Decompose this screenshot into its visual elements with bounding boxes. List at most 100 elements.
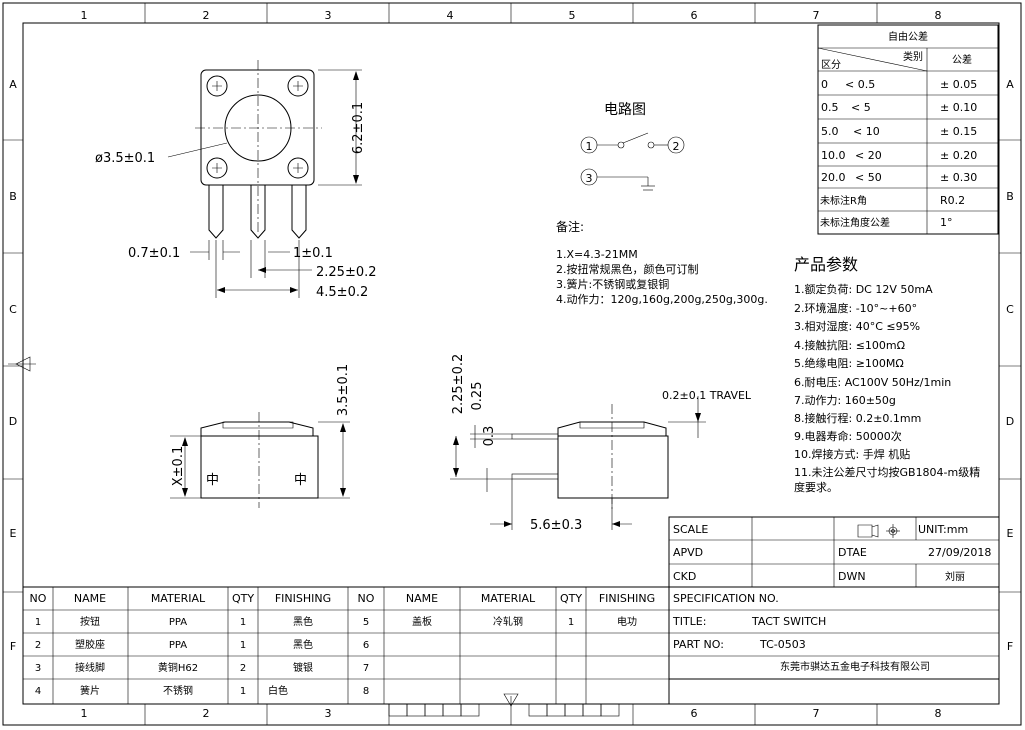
- bom-cell: 7: [363, 663, 369, 674]
- front-body: [200, 435, 319, 499]
- table-row: 4 簧片 不锈钢 1 白色 8: [35, 684, 369, 697]
- bom-cell: 5: [363, 617, 369, 628]
- param-line: 4.接触抗阻: ≤100mΩ: [794, 338, 905, 352]
- bom-cell: 镀银: [293, 661, 313, 674]
- corner-hole: [206, 75, 228, 97]
- dim-side-025: 0.25: [470, 382, 485, 411]
- circuit-pin-2: 2: [673, 140, 680, 153]
- bom-header: MATERIAL: [481, 592, 536, 605]
- row-label-e-right: E: [1007, 527, 1014, 540]
- bom-header: NO: [30, 592, 47, 605]
- pin-middle: [250, 185, 266, 239]
- param-line: 11.未注公差尺寸均按GB1804-m级精: [794, 465, 980, 479]
- dim-pin-width: 0.7±0.1: [128, 246, 180, 261]
- tol-to: < 50: [855, 171, 882, 184]
- product-params: 产品参数 1.额定负荷: DC 12V 50mA 2.环境温度: -10°~+6…: [794, 255, 980, 494]
- notes: 备注: 1.X=4.3-21MM 2.按扭常规黑色，颜色可订制 3.簧片:不锈钢…: [556, 219, 768, 306]
- front-mark-left: 中: [206, 473, 219, 488]
- bom-cell: 冷轧钢: [493, 615, 523, 628]
- title-value: TACT SWITCH: [751, 615, 826, 628]
- bom-header-row: NO NAME MATERIAL QTY FINISHING NO NAME M…: [30, 592, 656, 605]
- table-row: 3 接线脚 黄铜H62 2 镀银 7: [35, 661, 369, 674]
- bom-header: MATERIAL: [151, 592, 206, 605]
- dwn-label: DWN: [838, 570, 866, 583]
- params-title: 产品参数: [794, 255, 858, 274]
- front-cover: [200, 421, 314, 436]
- tolerance-corner-bottom: 区分: [821, 59, 841, 71]
- tol-to: < 5: [851, 101, 871, 114]
- bom-header: FINISHING: [599, 592, 655, 605]
- bom-table: NO NAME MATERIAL QTY FINISHING NO NAME M…: [22, 586, 670, 705]
- bom-cell: 塑胶座: [75, 638, 105, 651]
- param-line: 7.动作力: 160±50g: [794, 394, 896, 407]
- bom-cell: 1: [240, 686, 246, 697]
- date-label: DTAE: [838, 546, 867, 559]
- tol-to: < 0.5: [845, 78, 875, 91]
- row-markers: A B C D E F A B C D E F: [3, 78, 1021, 653]
- column-markers: 1 2 3 4 5 6 7 8 1 2 3 6 7 8: [81, 3, 942, 725]
- dim-travel: 0.2±0.1 TRAVEL: [662, 389, 752, 402]
- tolerance-title: 自由公差: [888, 30, 928, 43]
- tolerance-corner-top: 类别: [903, 50, 923, 63]
- bom-cell: 白色: [268, 684, 288, 697]
- row-label-f-right: F: [1007, 640, 1013, 653]
- param-line: 2.环境温度: -10°~+60°: [794, 301, 917, 315]
- apvd-label: APVD: [673, 546, 703, 559]
- dim-pin-gap: 1±0.1: [293, 246, 333, 261]
- tol-from: 10.0: [821, 149, 846, 162]
- dim-front-height: 3.5±0.1: [336, 364, 351, 416]
- ckd-label: CKD: [673, 570, 696, 583]
- tolerance-table: 自由公差 类别 区分 公差 0 < 0.5 ± 0.05 0.5 < 5 ± 0…: [817, 24, 999, 235]
- row-label-e: E: [10, 527, 17, 540]
- dwn-value: 刘丽: [945, 571, 965, 583]
- dim-side-56: 5.6±0.3: [530, 518, 582, 533]
- note-line: 4.动作力：120g,160g,200g,250g,300g.: [556, 293, 768, 306]
- corner-hole: [287, 75, 309, 97]
- bom-cell: 不锈钢: [163, 684, 193, 697]
- tol-value: ± 0.20: [940, 149, 977, 162]
- circuit-pin-1: 1: [586, 140, 593, 153]
- tol-from: 0.5: [821, 101, 839, 114]
- dim-side-03: 0.3: [482, 426, 497, 447]
- company-name: 东莞市骐达五金电子科技有限公司: [780, 660, 930, 673]
- col-label-7-bottom: 7: [813, 707, 820, 720]
- bom-cell: 1: [35, 617, 41, 628]
- bom-cell: 6: [363, 640, 369, 651]
- param-line: 8.接触行程: 0.2±0.1mm: [794, 411, 921, 425]
- bom-header: NO: [358, 592, 375, 605]
- row-label-c: C: [9, 303, 17, 316]
- title-block: SCALE UNIT:mm APVD DTAE 27/09/2018 CKD D…: [668, 516, 1000, 680]
- param-line: 5.绝缘电阻: ≥100MΩ: [794, 356, 904, 370]
- tol-value: ± 0.15: [940, 125, 977, 138]
- switch-body-top: [200, 69, 315, 186]
- col-label-4: 4: [447, 9, 454, 22]
- tol-value: ± 0.05: [940, 78, 977, 91]
- bom-cell: 黑色: [293, 638, 313, 651]
- col-label-8-bottom: 8: [935, 707, 942, 720]
- col-label-1-bottom: 1: [81, 707, 88, 720]
- dim-diameter: ø3.5±0.1: [95, 151, 155, 166]
- bom-cell: 2: [35, 640, 41, 651]
- circuit-title: 电路图: [604, 102, 646, 118]
- notes-title: 备注:: [556, 219, 584, 234]
- tol-radius-label: 未标注R角: [820, 194, 867, 207]
- dim-front-x: X±0.1: [171, 446, 186, 486]
- bom-cell: 4: [35, 686, 41, 697]
- tol-from: 20.0: [821, 171, 846, 184]
- tol-to: < 10: [853, 125, 880, 138]
- bom-cell: PPA: [169, 640, 187, 651]
- circuit-pin-3: 3: [586, 172, 593, 185]
- row-label-b-right: B: [1006, 190, 1014, 203]
- pin-left: [208, 185, 224, 239]
- col-label-8: 8: [935, 9, 942, 22]
- bom-cell: 1: [568, 617, 574, 628]
- row-label-d-right: D: [1006, 415, 1014, 428]
- bom-cell: PPA: [169, 617, 187, 628]
- scale-label: SCALE: [673, 523, 708, 536]
- bom-header: NAME: [74, 592, 106, 605]
- part-value: TC-0503: [759, 638, 806, 651]
- bom-cell: 8: [363, 686, 369, 697]
- row-label-c-right: C: [1006, 303, 1014, 316]
- param-line: 9.电器寿命: 50000次: [794, 429, 902, 443]
